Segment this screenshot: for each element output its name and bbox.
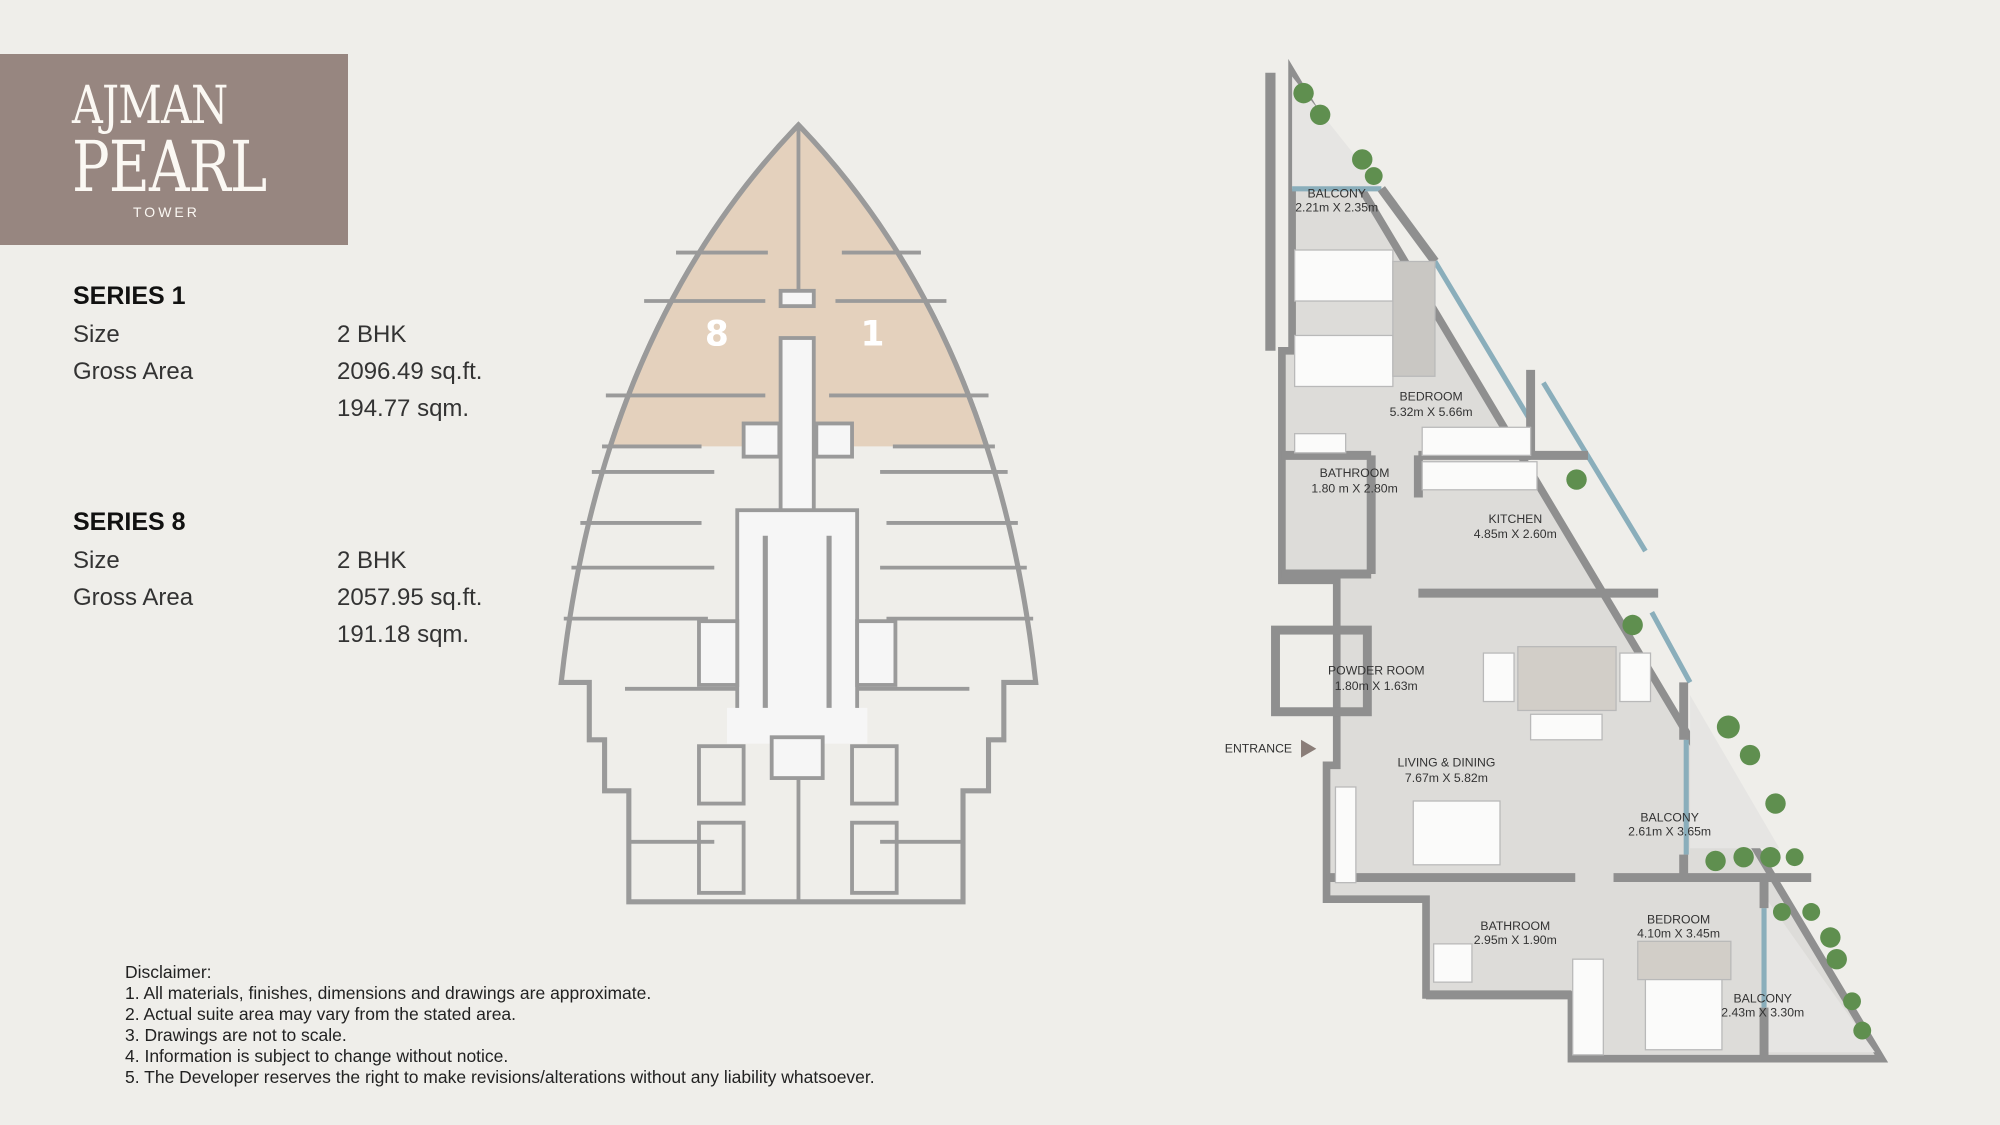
entrance-arrow-icon xyxy=(1301,739,1317,758)
brand-logo: AJMAN PEARL TOWER xyxy=(0,54,348,245)
gross-area-label: Gross Area xyxy=(73,358,194,385)
disclaimer-item: 2. Actual suite area may vary from the s… xyxy=(125,1004,517,1024)
key-plan: 8 1 xyxy=(558,121,1039,905)
room-dims: 1.80m X 1.63m xyxy=(1335,679,1418,693)
room-dims: 5.32m X 5.66m xyxy=(1390,405,1473,419)
entrance-marker[interactable]: ENTRANCE xyxy=(1225,739,1317,758)
disclaimer: Disclaimer: 1. All materials, finishes, … xyxy=(125,962,875,1088)
room-labels: BALCONY 2.21m X 2.35m BEDROOM 5.32m X 5.… xyxy=(1295,187,1804,1020)
core xyxy=(697,288,898,780)
room-dims: 4.85m X 2.60m xyxy=(1474,527,1557,541)
logo-line-2: PEARL xyxy=(72,126,267,208)
room-name: BALCONY xyxy=(1640,810,1698,824)
room-dims: 7.67m X 5.82m xyxy=(1405,771,1488,785)
room-dims: 4.10m X 3.45m xyxy=(1637,927,1720,941)
unit-label-1: 1 xyxy=(860,315,884,355)
room-name: BALCONY xyxy=(1307,187,1365,201)
series-1-specs: SERIES 1 Size 2 BHK Gross Area 2096.49 sq.… xyxy=(73,282,482,427)
room-name: KITCHEN xyxy=(1488,512,1542,526)
furniture xyxy=(1294,249,1732,1056)
area-sqft: 2057.95 sq.ft. xyxy=(337,584,483,611)
size-value: 2 BHK xyxy=(337,547,407,574)
room-name: POWDER ROOM xyxy=(1328,664,1425,678)
windows xyxy=(1292,186,1767,1008)
disclaimer-item: 4. Information is subject to change with… xyxy=(125,1046,509,1066)
gross-area-label: Gross Area xyxy=(73,584,194,611)
area-sqm: 194.77 sqm. xyxy=(337,395,470,422)
room-dims: 2.95m X 1.90m xyxy=(1474,933,1557,947)
logo-line-1: AJMAN xyxy=(72,76,228,136)
room-name: BALCONY xyxy=(1734,992,1792,1006)
unit-label-8: 8 xyxy=(705,315,729,355)
size-label: Size xyxy=(73,321,120,348)
area-sqft: 2096.49 sq.ft. xyxy=(337,358,483,385)
size-value: 2 BHK xyxy=(337,321,407,348)
logo-line-3: TOWER xyxy=(133,204,200,220)
room-dims: 1.80 m X 2.80m xyxy=(1311,481,1397,495)
room-name: BEDROOM xyxy=(1400,390,1463,404)
room-name: BATHROOM xyxy=(1320,466,1390,480)
series-8-specs: SERIES 8 Size 2 BHK Gross Area 2057.95 sq.… xyxy=(73,508,482,653)
disclaimer-item: 3. Drawings are not to scale. xyxy=(125,1025,347,1045)
room-name: BEDROOM xyxy=(1647,912,1710,926)
plant-icons xyxy=(1293,82,1872,1040)
disclaimer-item: 5. The Developer reserves the right to m… xyxy=(125,1067,875,1087)
room-dims: 2.61m X 3.65m xyxy=(1628,824,1711,838)
area-sqm: 191.18 sqm. xyxy=(337,621,470,648)
room-dims: 2.43m X 3.30m xyxy=(1721,1006,1804,1020)
size-label: Size xyxy=(73,547,120,574)
key-plan-walls xyxy=(563,127,1034,902)
entrance-label: ENTRANCE xyxy=(1225,742,1292,756)
room-dims: 2.21m X 2.35m xyxy=(1295,201,1378,215)
unit-floor-plan: ENTRANCE BALCONY 2.21m X 2.35m BEDROOM 5… xyxy=(1225,58,1889,1063)
disclaimer-title: Disclaimer: xyxy=(125,962,212,982)
room-name: LIVING & DINING xyxy=(1397,756,1495,770)
room-name: BATHROOM xyxy=(1480,919,1550,933)
series-title: SERIES 8 xyxy=(73,508,186,536)
series-title: SERIES 1 xyxy=(73,282,186,310)
disclaimer-item: 1. All materials, finishes, dimensions a… xyxy=(125,983,652,1003)
